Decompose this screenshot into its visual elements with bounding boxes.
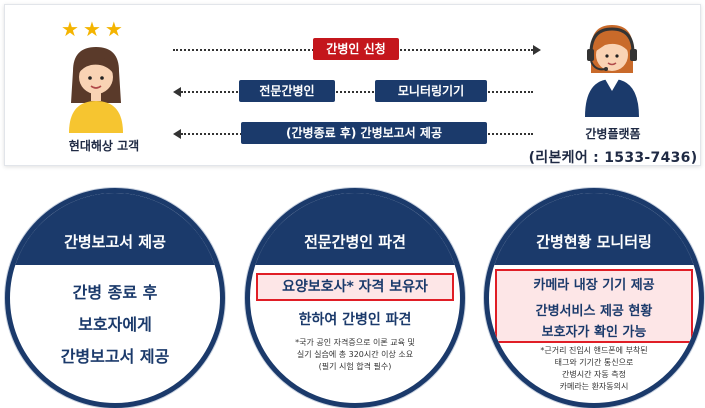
request-badge: 간병인 신청 (313, 38, 399, 60)
monitoring-note: 카메라는 환자동의시 (559, 382, 629, 391)
arrow-left-icon (173, 87, 181, 97)
monitoring-circle-title: 간병현황 모니터링 (489, 193, 699, 265)
arrow-right-icon (533, 45, 541, 55)
camera-device-text: 카메라 내장 기기 제공 (533, 278, 655, 293)
operator-headset-icon (585, 25, 639, 117)
monitoring-circle: 간병현황 모니터링 카메라 내장 기기 제공 간병서비스 제공 현황 보호자가 … (484, 188, 704, 408)
dispatch-note: *국가 공인 자격증으로 이론 교육 및 (295, 338, 415, 347)
platform-label: 간병플랫폼 (585, 127, 641, 141)
monitoring-line: 보호자가 확인 가능 (541, 325, 647, 340)
report-badge: (간병종료 후) 간병보고서 제공 (241, 122, 487, 144)
report-circle-title: 간병보고서 제공 (10, 193, 220, 265)
customer-block: ★ ★ ★ 현대해상 고객 (49, 15, 159, 155)
monitoring-note: 간병시간 자동 측정 (562, 370, 626, 379)
report-line: 간병 종료 후 (72, 283, 158, 302)
license-highlight: 요양보호사* 자격 보유자 (256, 273, 454, 301)
dispatch-circle: 전문간병인 파견 요양보호사* 자격 보유자 한하여 간병인 파견 *국가 공인… (245, 188, 465, 408)
report-circle: 간병보고서 제공 간병 종료 후 보호자에게 간병보고서 제공 (5, 188, 225, 408)
monitoring-note: 태그와 기기간 통신으로 (554, 358, 634, 367)
report-line: 보호자에게 (78, 315, 152, 334)
platform-block: 간병플랫폼 (리본케어 : 1533-7436) (529, 17, 703, 166)
monitoring-note: *근거리 진입시 핸드폰에 부착된 (540, 346, 648, 355)
dispatch-note: (필기 시험 합격 필수) (318, 362, 392, 371)
arrow-left-icon (173, 129, 181, 139)
dispatch-line: 한하여 간병인 파견 (298, 312, 412, 328)
dispatch-arrow (181, 91, 533, 93)
platform-phone: (리본케어 : 1533-7436) (528, 150, 698, 166)
camera-highlight: 카메라 내장 기기 제공 간병서비스 제공 현황 보호자가 확인 가능 (495, 269, 693, 343)
dispatch-circle-title: 전문간병인 파견 (250, 193, 460, 265)
star-icon: ★ (82, 17, 101, 41)
monitoring-line: 간병서비스 제공 현황 (535, 304, 653, 319)
report-line: 간병보고서 제공 (60, 347, 170, 366)
service-flow-panel: ★ ★ ★ 현대해상 고객 간병인 신청 전문간병인 모니터링기기 (간병종료 … (4, 4, 701, 166)
star-icon: ★ (104, 17, 123, 41)
customer-label: 현대해상 고객 (68, 139, 140, 153)
monitor-device-badge: 모니터링기기 (375, 80, 487, 102)
rating-stars: ★ ★ ★ (61, 19, 123, 39)
star-icon: ★ (61, 17, 79, 41)
customer-avatar-icon (69, 47, 123, 133)
dispatch-note: 실기 실습에 총 320시간 이상 소요 (296, 350, 414, 359)
caregiver-badge: 전문간병인 (239, 80, 335, 102)
